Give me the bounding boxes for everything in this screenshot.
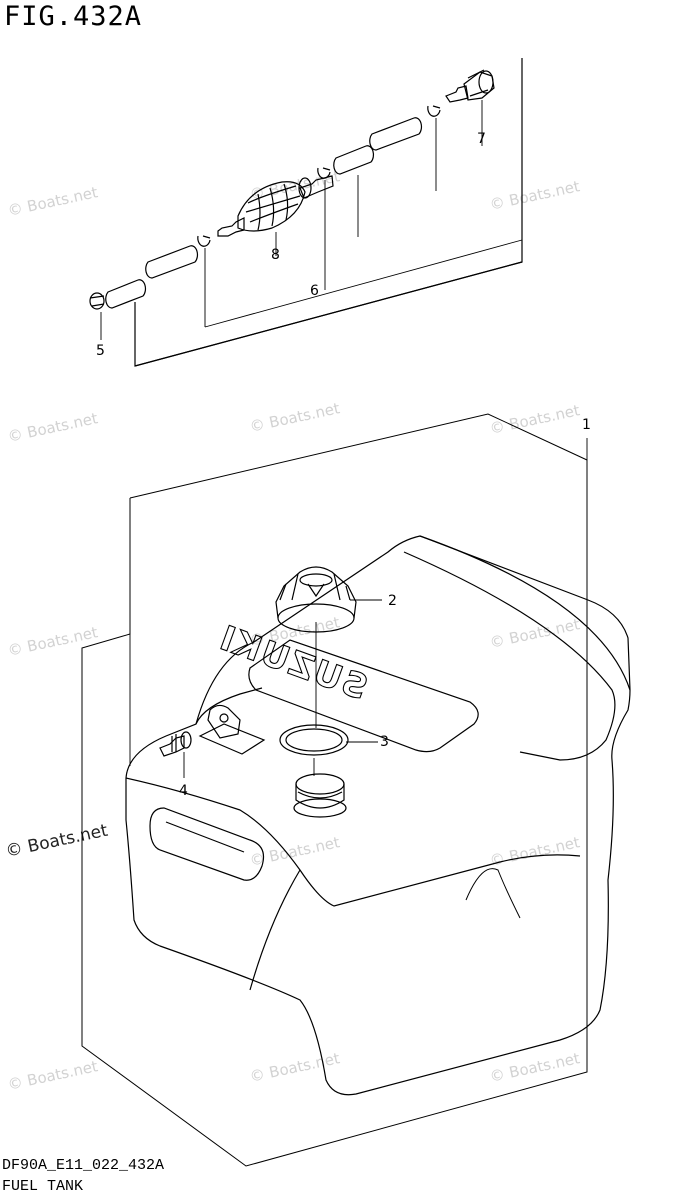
- callout-6: 6: [310, 283, 319, 299]
- hose-clip-5: [89, 292, 105, 310]
- tank-handle: [149, 807, 265, 881]
- callout-4: 4: [179, 783, 188, 799]
- tank-fitting-4: [159, 731, 192, 757]
- hose-segment: [333, 145, 375, 175]
- callout-3: 3: [380, 734, 389, 750]
- hose-segment: [105, 279, 147, 309]
- hose-segment: [369, 117, 423, 151]
- hose-frame-lines: [134, 58, 523, 367]
- figure-title: FIG.432A: [4, 1, 143, 32]
- fuel-tank-drawing: [81, 413, 631, 1167]
- callout-1: 1: [582, 417, 591, 433]
- hose-clamp: [197, 235, 211, 247]
- fuel-connector-7: [445, 69, 495, 103]
- filler-cap-2: [275, 566, 357, 633]
- hose-clamp: [317, 167, 331, 179]
- callout-7: 7: [477, 131, 486, 147]
- callout-5: 5: [96, 343, 105, 359]
- callout-8: 8: [271, 247, 280, 263]
- cap-gasket-3: [279, 724, 349, 756]
- fuel-pickup-mount: [198, 704, 266, 755]
- primer-bulb-8: [217, 175, 334, 237]
- hose-segment: [145, 245, 199, 279]
- filler-neck: [293, 773, 347, 818]
- figure-code: DF90A_E11_022_432A: [2, 1157, 165, 1174]
- fuel-hose-primer-bulb-drawing: [89, 58, 523, 367]
- figure-name: FUEL TANK: [2, 1178, 84, 1195]
- hose-clamp: [427, 105, 441, 117]
- brand-recess: [248, 639, 479, 753]
- callout-2: 2: [388, 593, 397, 609]
